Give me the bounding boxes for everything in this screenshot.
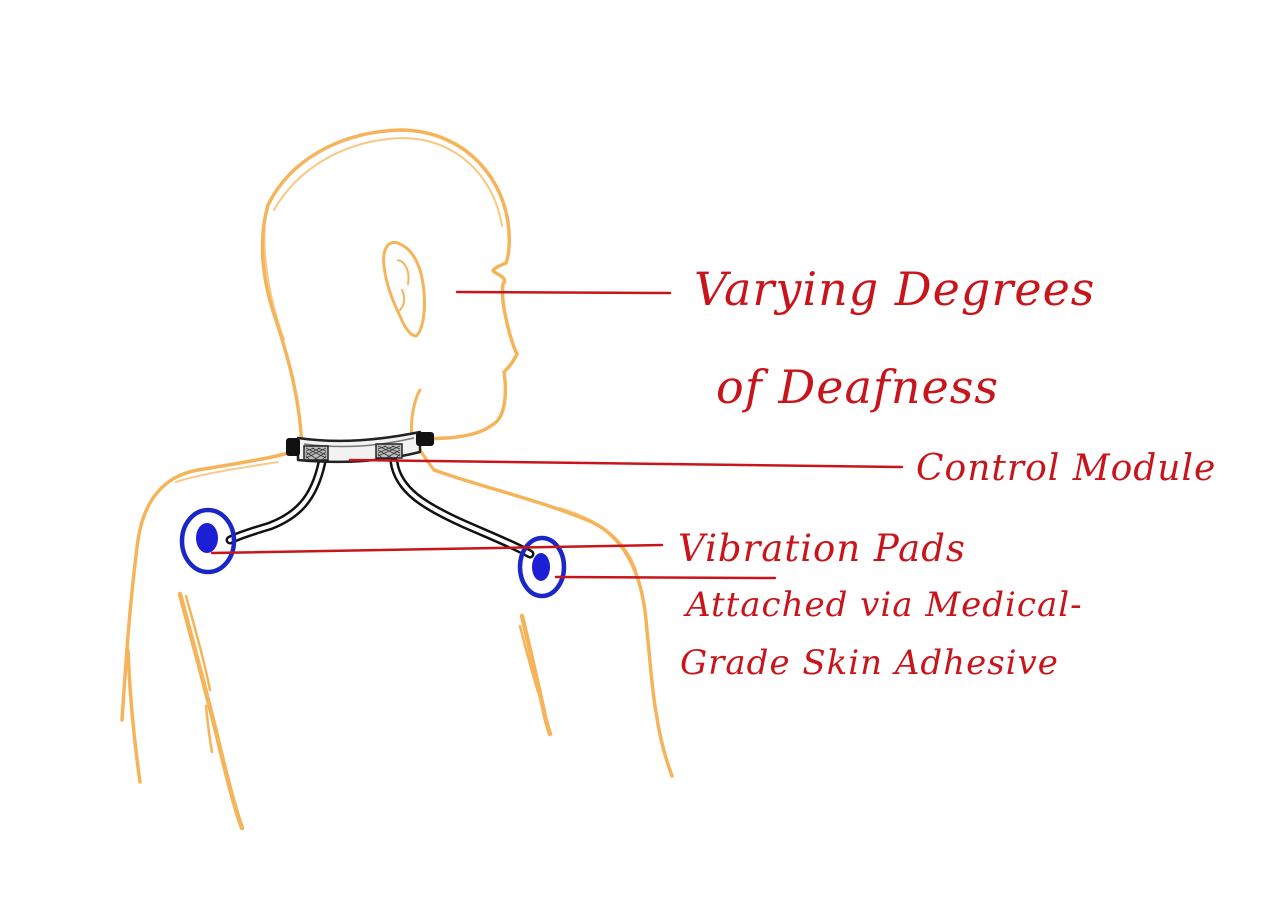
collar-end-left	[286, 438, 300, 456]
ear-icon	[382, 241, 426, 338]
person-outline	[120, 128, 674, 831]
cable-left-outer	[225, 457, 327, 545]
label-skin-adhesive: Grade Skin Adhesive	[680, 643, 1059, 683]
back-of-head-sketch	[263, 219, 285, 341]
label-vibration-pads: Vibration Pads	[678, 527, 966, 570]
module-grille-left	[303, 445, 329, 461]
cable-left-inner	[228, 460, 324, 542]
ear-inner	[397, 259, 410, 311]
label-varying-degrees: Varying Degrees	[694, 262, 1096, 316]
pad-cables	[225, 457, 535, 559]
collar-end-right	[416, 432, 434, 446]
arm-left-inner	[184, 594, 214, 754]
cable-right-outer	[389, 457, 535, 559]
back-of-head	[260, 203, 304, 450]
pad-center-left	[196, 523, 218, 553]
label-attached-via: Attached via Medical-	[686, 585, 1083, 625]
label-control-module: Control Module	[916, 448, 1217, 489]
shoulder-right	[432, 468, 674, 778]
shoulder-left	[120, 446, 304, 722]
head-outline	[266, 128, 519, 441]
vibration-pad-right	[517, 535, 567, 599]
arm-right-inner	[518, 624, 540, 694]
pad-ring-left	[179, 507, 237, 575]
vibration-pad-left	[179, 507, 237, 575]
head-outline-sketch	[273, 137, 503, 227]
label-of-deafness: of Deafness	[716, 360, 999, 414]
leader-control-module	[348, 458, 904, 469]
leader-deafness	[455, 290, 672, 295]
control-module-device	[286, 430, 434, 464]
leader-lines	[210, 290, 904, 580]
jaw-line	[410, 388, 422, 440]
pad-center-right	[532, 553, 550, 581]
pad-ring-right	[517, 535, 567, 599]
leader-vibration-left	[210, 543, 664, 555]
module-grille-right	[375, 443, 403, 459]
arm-left	[177, 591, 245, 831]
leader-vibration-right	[554, 575, 777, 580]
back-left-edge	[126, 648, 142, 784]
shoulder-right-sketch	[559, 507, 637, 571]
arm-right	[519, 613, 553, 737]
shoulder-left-sketch	[175, 461, 279, 483]
cable-right-inner	[392, 460, 532, 556]
